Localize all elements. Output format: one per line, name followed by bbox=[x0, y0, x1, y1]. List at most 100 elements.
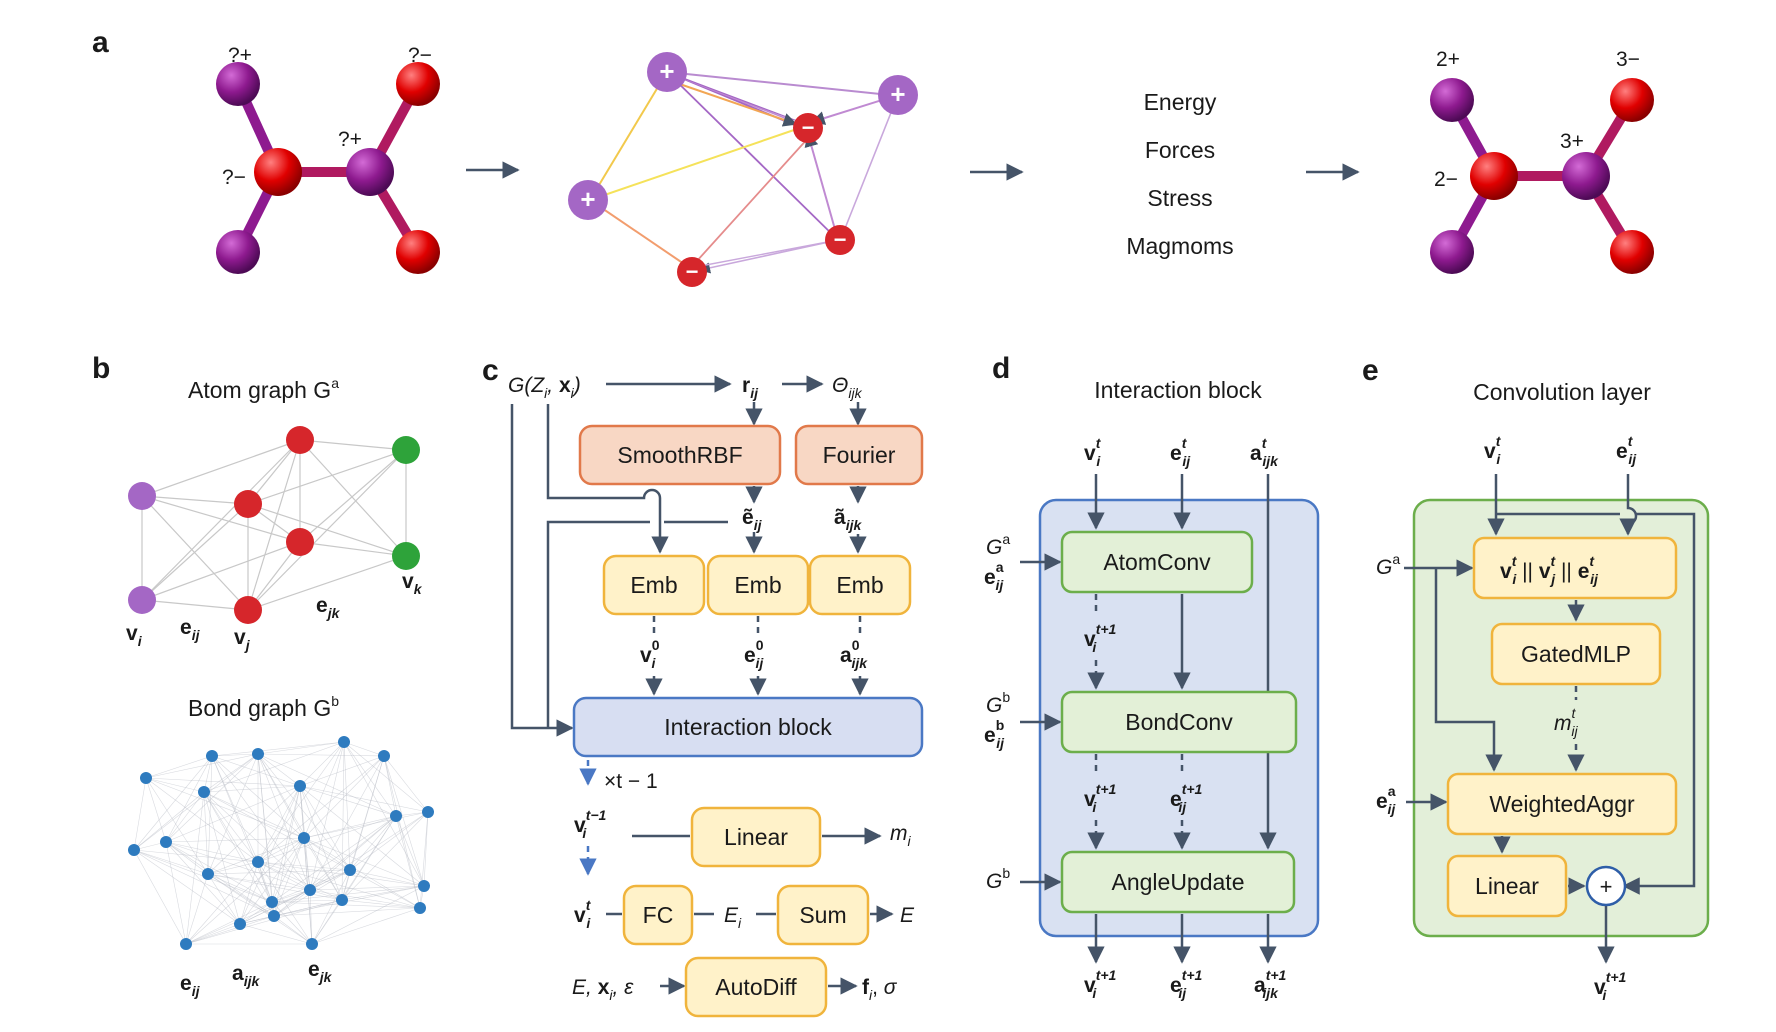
weightedaggr-box bbox=[1446, 772, 1678, 836]
bond-edge bbox=[273, 815, 397, 917]
bond-edge bbox=[207, 873, 311, 891]
m-i-label: mi bbox=[890, 822, 912, 849]
bond-node bbox=[202, 868, 214, 880]
bond-graph-title: Bond graph Gb bbox=[188, 693, 339, 721]
bond-node bbox=[418, 880, 430, 892]
g-a-label: Ga bbox=[986, 531, 1010, 559]
bondconv-label: BondConv bbox=[1125, 709, 1233, 735]
bond-edge bbox=[257, 741, 345, 755]
minus-sign: − bbox=[686, 259, 699, 284]
atom-red-center bbox=[1470, 152, 1518, 200]
output-magmoms: Magmoms bbox=[1126, 233, 1233, 259]
bond-edge bbox=[419, 811, 429, 909]
panel-a: a ?+ ?− ?+ ?− bbox=[92, 26, 1654, 287]
bond-edge bbox=[299, 785, 397, 817]
bond-node bbox=[304, 884, 316, 896]
bond-node bbox=[180, 938, 192, 950]
bond-edge bbox=[165, 841, 311, 891]
bond-edge bbox=[383, 755, 425, 887]
bond-edge bbox=[145, 777, 305, 839]
bond-edge bbox=[311, 815, 397, 945]
bond-node bbox=[336, 894, 348, 906]
g-b-label: Gb bbox=[986, 689, 1010, 717]
bond-edge bbox=[145, 753, 259, 779]
bond-node bbox=[414, 902, 426, 914]
negative-node bbox=[825, 225, 855, 255]
bond-edge bbox=[257, 753, 385, 757]
bond-edge bbox=[343, 741, 351, 871]
bond-edge bbox=[299, 785, 351, 871]
bond-edge bbox=[383, 755, 397, 817]
bond-edge bbox=[341, 755, 385, 901]
bond-edge bbox=[203, 791, 311, 891]
bond-edge bbox=[257, 837, 305, 863]
bond-edge bbox=[207, 873, 343, 901]
fc-box bbox=[622, 884, 694, 946]
bond-edge bbox=[207, 873, 241, 925]
bond-edge bbox=[207, 785, 301, 875]
bond-node bbox=[234, 918, 246, 930]
bond-edge bbox=[309, 811, 429, 891]
charge-label: ?+ bbox=[338, 128, 362, 151]
atom-purple-center bbox=[1562, 152, 1610, 200]
bond-edge bbox=[185, 901, 273, 945]
charge-label: ?− bbox=[222, 166, 246, 189]
panel-d-title: Interaction block bbox=[1094, 377, 1262, 403]
panel-label-a: a bbox=[92, 26, 109, 59]
bond-edge bbox=[311, 899, 343, 945]
bond-edge bbox=[309, 889, 313, 945]
node-red bbox=[234, 490, 262, 518]
bond-edge bbox=[257, 753, 305, 839]
bond-edge bbox=[341, 811, 429, 901]
panel-e-title: Convolution layer bbox=[1473, 379, 1651, 405]
bond-edge bbox=[341, 899, 421, 909]
bond-edge bbox=[239, 923, 313, 945]
bond-edge bbox=[303, 837, 351, 871]
atom-purple bbox=[1430, 230, 1474, 274]
bond-node bbox=[198, 786, 210, 798]
plus-sign: + bbox=[890, 79, 905, 109]
positive-node bbox=[568, 180, 608, 220]
bond-edge bbox=[257, 753, 351, 871]
bond-node bbox=[422, 806, 434, 818]
minus-sign: − bbox=[834, 227, 847, 252]
bond-edge bbox=[165, 841, 209, 875]
bond-node bbox=[252, 856, 264, 868]
bond-node bbox=[266, 896, 278, 908]
bond-edge bbox=[207, 837, 305, 875]
bond-node bbox=[128, 844, 140, 856]
bond-edge bbox=[311, 869, 351, 945]
bond-edge bbox=[271, 785, 301, 903]
bond-edge bbox=[303, 837, 343, 901]
bond-edge bbox=[145, 777, 301, 787]
bond-edge bbox=[203, 791, 273, 903]
charge-label: ?− bbox=[408, 44, 432, 67]
bond-edge bbox=[165, 841, 241, 925]
charge-label: 2+ bbox=[1436, 48, 1460, 71]
bond-edge bbox=[203, 791, 259, 863]
label-e-ij: eij bbox=[180, 616, 201, 643]
panel-label-e: e bbox=[1362, 354, 1379, 387]
atom-red bbox=[396, 62, 440, 106]
bond-edge bbox=[203, 791, 209, 875]
bond-edge bbox=[203, 791, 275, 917]
bond-edge bbox=[207, 873, 275, 917]
bond-edge bbox=[203, 753, 259, 793]
bond-edge bbox=[303, 811, 429, 839]
atom-purple-center bbox=[346, 148, 394, 196]
bond-graph bbox=[128, 736, 434, 950]
bond-edge bbox=[133, 849, 259, 863]
output-forces: Forces bbox=[1145, 137, 1215, 163]
